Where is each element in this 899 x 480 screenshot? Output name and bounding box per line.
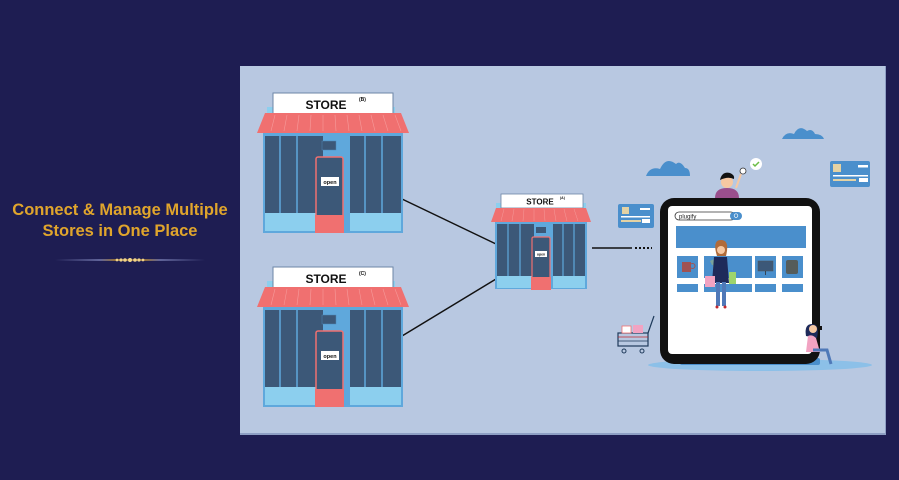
store-c-door xyxy=(315,330,344,394)
monitor-icon xyxy=(757,260,774,272)
store-a-label: STORE xyxy=(526,198,554,207)
backpack-icon xyxy=(786,260,798,274)
store-a: STORE (A) open xyxy=(490,193,592,291)
headline: Connect & Manage Multiple Stores in One … xyxy=(0,200,240,242)
diagram-panel: STORE (B) open xyxy=(240,66,886,435)
cloud-icon xyxy=(782,128,824,139)
person-shopping xyxy=(705,240,736,309)
store-c-open-sign: open xyxy=(323,354,337,360)
store-c: STORE (C) open xyxy=(255,265,410,410)
store-a-sup: (A) xyxy=(560,196,565,200)
magnifier-icon xyxy=(739,167,747,175)
credit-card-icon xyxy=(618,204,654,228)
headline-line-1: Connect & Manage Multiple xyxy=(12,201,228,219)
connector-b-to-a xyxy=(401,198,497,245)
store-b-sup: (B) xyxy=(359,97,366,103)
ornament-divider xyxy=(55,258,205,262)
person-searching xyxy=(715,158,762,198)
store-b: STORE (B) open xyxy=(255,91,410,236)
shopping-cart-icon xyxy=(617,315,655,354)
connection-lines xyxy=(401,198,652,337)
store-c-sup: (C) xyxy=(359,271,366,277)
store-c-roof xyxy=(257,287,409,307)
magnifier-icon xyxy=(733,213,739,218)
credit-card-icon xyxy=(830,161,870,187)
ecommerce-illustration: plugify xyxy=(610,126,886,376)
search-text: plugify xyxy=(679,215,696,221)
store-a-door xyxy=(531,236,551,280)
mug-icon xyxy=(682,262,691,272)
person-with-phone xyxy=(805,324,833,365)
headline-line-2: Stores in One Place xyxy=(42,222,198,240)
store-b-open-sign: open xyxy=(323,180,337,186)
store-a-open-sign: open xyxy=(537,253,545,257)
hero-banner xyxy=(676,226,806,248)
cloud-icon xyxy=(646,160,690,176)
store-b-door xyxy=(315,156,344,220)
store-a-roof xyxy=(491,208,591,222)
store-c-label: STORE xyxy=(305,272,346,286)
store-b-roof xyxy=(257,113,409,133)
store-b-label: STORE xyxy=(305,98,346,112)
connector-c-to-a xyxy=(401,278,497,337)
